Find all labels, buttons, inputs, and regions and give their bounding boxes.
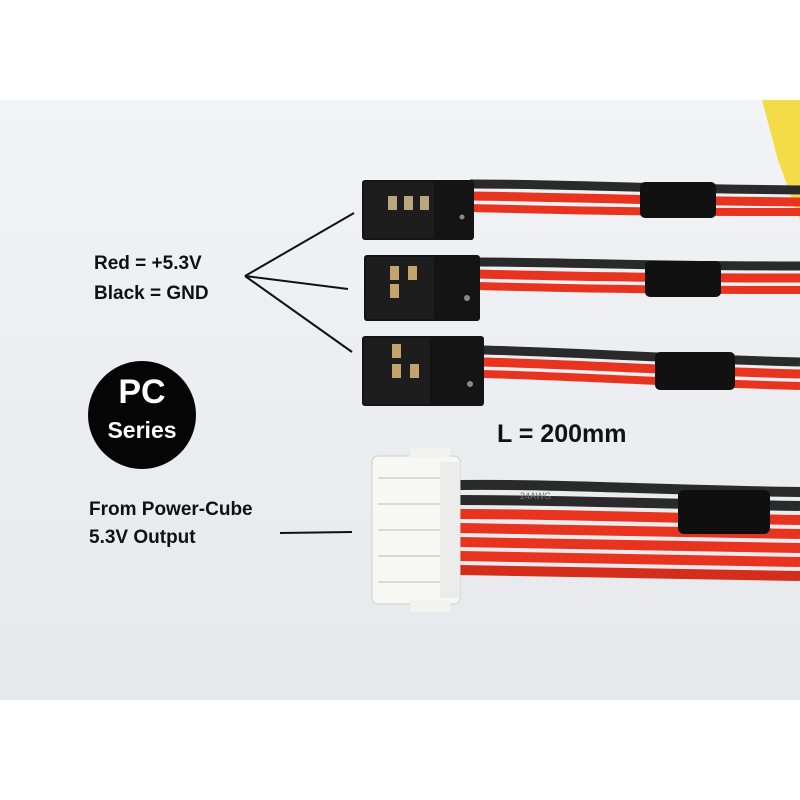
pc-series-badge: PC Series: [88, 361, 196, 469]
pointer-line-source: [279, 531, 353, 534]
pointer-line-bottom: [244, 275, 353, 353]
heat-shrink-1: [640, 182, 716, 218]
source-line-2: 5.3V Output: [89, 527, 196, 548]
heat-shrink-bundle: [678, 490, 770, 534]
source-line-1: From Power-Cube: [89, 499, 253, 520]
badge-title: PC: [118, 373, 166, 411]
legend-black: Black = GND: [94, 283, 209, 304]
servo-lead-1: [362, 179, 800, 240]
power-cube-harness: 24AWG: [371, 448, 800, 612]
servo-lead-2: [364, 255, 800, 321]
legend-red: Red = +5.3V: [94, 253, 202, 274]
wire-print: 24AWG: [520, 491, 551, 501]
cable-scene: 24AWG: [244, 100, 800, 612]
heat-shrink-2: [645, 261, 721, 297]
product-photo: 24AWG Red = +5.3V Black = GND PC Series …: [0, 100, 800, 700]
badge-subtitle: Series: [107, 417, 177, 443]
pointer-line-top: [244, 212, 355, 277]
servo-lead-3: [362, 336, 800, 406]
source-label: From Power-Cube 5.3V Output: [89, 496, 253, 552]
length-label: L = 200mm: [497, 420, 627, 448]
heat-shrink-3: [655, 352, 735, 390]
pointer-line-middle: [244, 275, 349, 290]
